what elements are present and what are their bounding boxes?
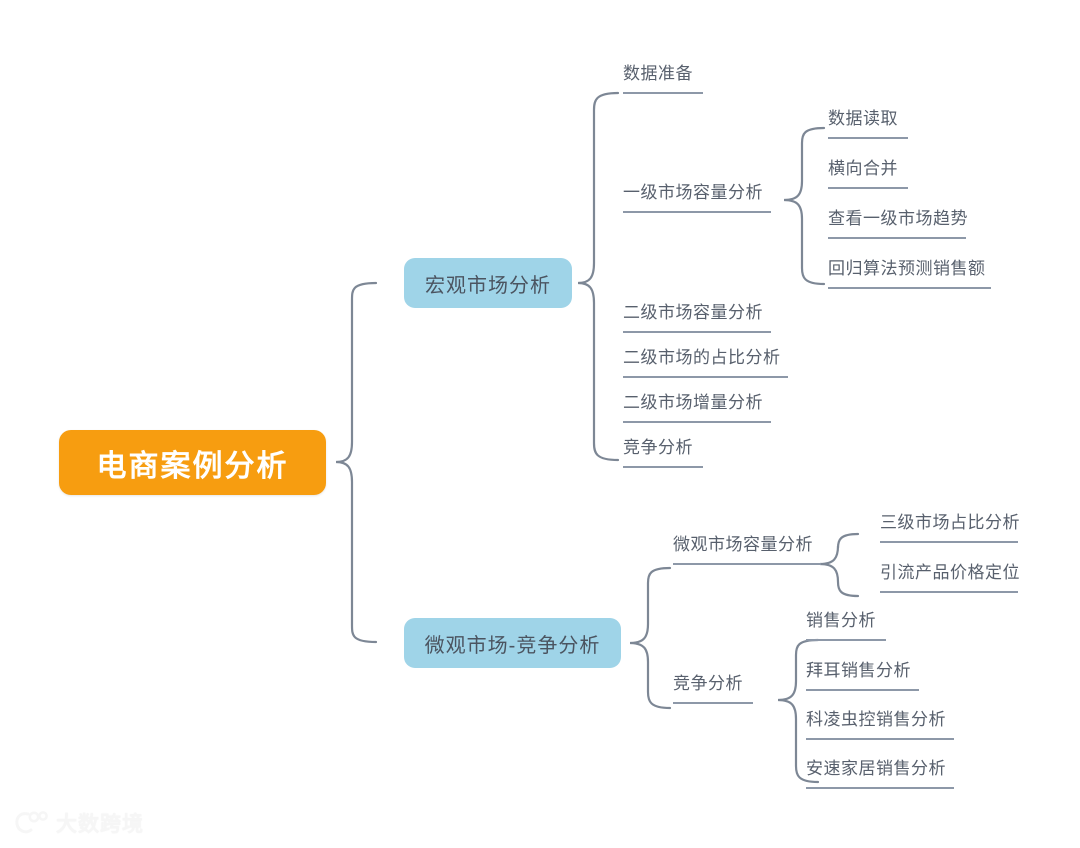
leaf-micro-capacity[interactable]: 微观市场容量分析	[673, 534, 821, 565]
branch-node-macro[interactable]: 宏观市场分析	[404, 258, 572, 308]
leaf-view-level1-trend[interactable]: 查看一级市场趋势	[828, 208, 968, 239]
leaf-level3-share[interactable]: 三级市场占比分析	[880, 512, 1020, 543]
leaf-macro-level2-share[interactable]: 二级市场的占比分析	[623, 347, 788, 378]
brace-micro-capacity	[819, 532, 860, 598]
brace-level1-capacity	[783, 126, 826, 286]
brace-macro	[577, 91, 620, 462]
leaf-macro-competition[interactable]: 竞争分析	[623, 437, 703, 468]
leaf-traffic-product-pricing[interactable]: 引流产品价格定位	[880, 562, 1020, 593]
leaf-macro-data-prep[interactable]: 数据准备	[623, 63, 703, 94]
dashu-logo-icon	[14, 810, 48, 836]
root-node[interactable]: 电商案例分析	[59, 430, 326, 495]
leaf-macro-level1-capacity[interactable]: 一级市场容量分析	[623, 182, 771, 213]
leaf-bayer-sales-analysis[interactable]: 拜耳销售分析	[806, 660, 919, 691]
leaf-regression-forecast[interactable]: 回归算法预测销售额	[828, 258, 991, 289]
leaf-macro-level2-capacity[interactable]: 二级市场容量分析	[623, 302, 771, 333]
leaf-macro-level2-growth[interactable]: 二级市场增量分析	[623, 392, 771, 423]
leaf-micro-competition[interactable]: 竞争分析	[673, 673, 753, 704]
watermark: 大数跨境	[14, 808, 144, 838]
brace-micro	[629, 566, 672, 710]
leaf-horizontal-merge[interactable]: 横向合并	[828, 158, 908, 189]
leaf-data-read[interactable]: 数据读取	[828, 108, 908, 139]
leaf-sales-analysis[interactable]: 销售分析	[806, 610, 886, 641]
leaf-ansu-home-sales-analysis[interactable]: 安速家居销售分析	[806, 758, 954, 789]
watermark-text: 大数跨境	[56, 813, 144, 836]
branch-node-micro[interactable]: 微观市场-竞争分析	[404, 618, 621, 668]
brace-root	[335, 281, 378, 644]
leaf-kelingchongkong-sales-analysis[interactable]: 科凌虫控销售分析	[806, 709, 954, 740]
